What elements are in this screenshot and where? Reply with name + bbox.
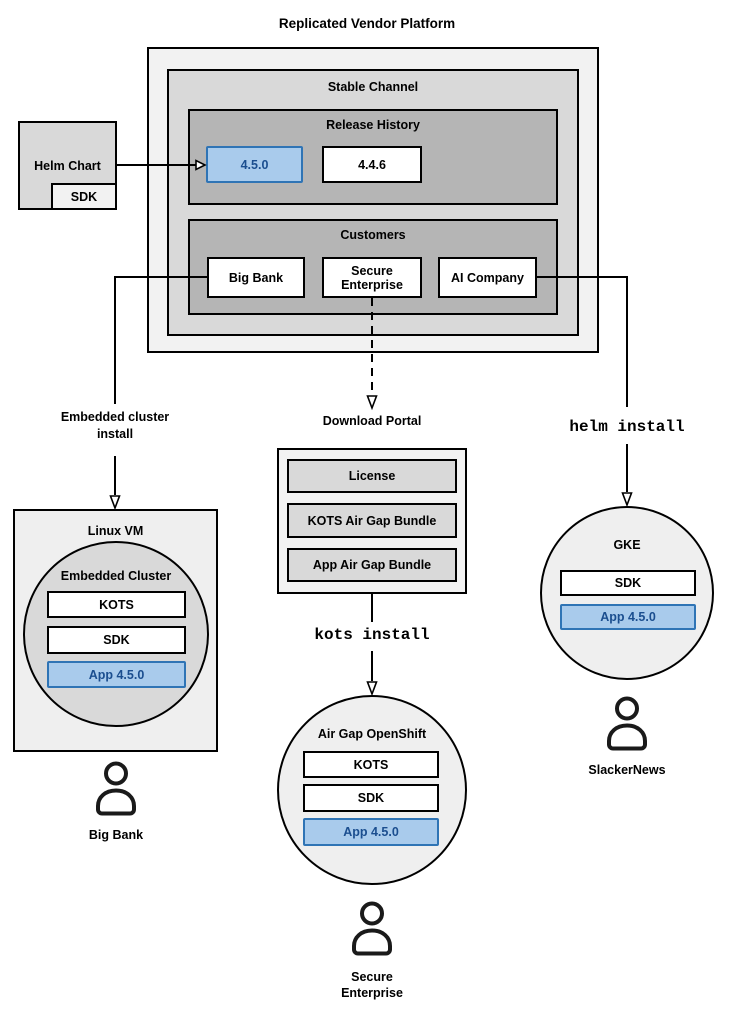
component-app: App 4.5.0 [47,661,186,688]
release-box-446: 4.4.6 [322,146,422,183]
component-app: App 4.5.0 [560,604,696,630]
user-icon [96,761,136,816]
embedded-install-label: Embedded cluster install [60,410,170,441]
customer-secure-enterprise-label: Secure Enterprise [341,263,403,292]
release-history-title: Release History [326,118,420,132]
kots-install-label: kots install [314,626,430,644]
portal-item-license: License [287,459,457,493]
diagram-title: Replicated Vendor Platform [278,16,456,31]
component-sdk: SDK [560,570,696,596]
customer-secure-enterprise: Secure Enterprise [322,257,422,298]
component-kots: KOTS [303,751,439,778]
helm-sdk-box: SDK [51,183,117,210]
customer-ai-company: AI Company [438,257,537,298]
component-app: App 4.5.0 [303,818,439,846]
arrowhead-portal [366,681,378,697]
arrowhead-secure-dashed [366,395,378,411]
component-kots: KOTS [47,591,186,618]
airgap-openshift-title: Air Gap OpenShift [317,727,427,741]
customer-big-bank: Big Bank [207,257,305,298]
portal-item-app-bundle: App Air Gap Bundle [287,548,457,582]
download-portal-title: Download Portal [322,414,422,428]
gke-title: GKE [613,538,641,552]
arrowhead-bigbank [109,495,121,511]
release-box-450: 4.5.0 [206,146,303,183]
component-sdk: SDK [303,784,439,812]
arrowhead-aicompany [621,492,633,508]
user-icon [607,696,647,751]
user-label-secure-enterprise: Secure Enterprise [341,970,403,1000]
stable-channel-title: Stable Channel [327,80,419,94]
embedded-cluster-title: Embedded Cluster [60,569,172,583]
portal-item-kots-bundle: KOTS Air Gap Bundle [287,503,457,538]
component-sdk: SDK [47,626,186,654]
user-icon [352,901,392,956]
user-label-big-bank: Big Bank [88,828,144,842]
linux-vm-title: Linux VM [87,524,144,538]
user-label-slackernews: SlackerNews [588,763,666,777]
customers-title: Customers [340,228,406,242]
helm-chart-title: Helm Chart [34,159,101,173]
helm-install-label: helm install [569,418,685,436]
